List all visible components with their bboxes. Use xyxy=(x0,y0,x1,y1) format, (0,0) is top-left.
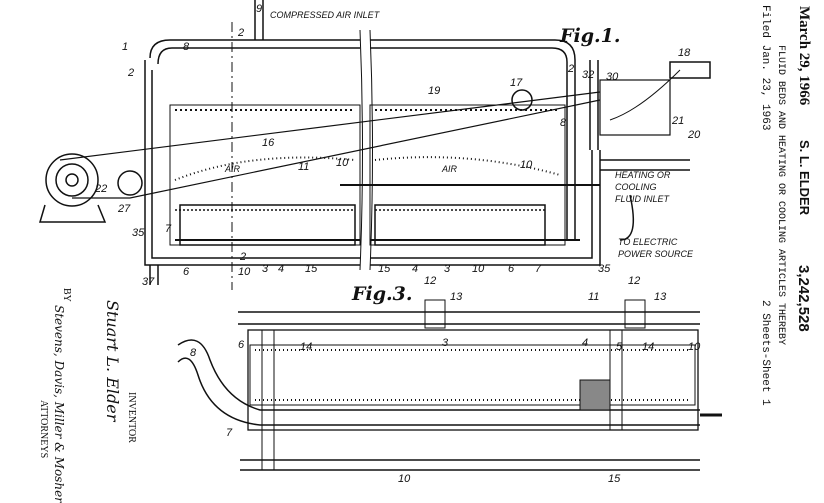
ref-numeral: 18 xyxy=(678,47,691,59)
ref-numeral: 13 xyxy=(654,291,667,303)
ref-numeral: 13 xyxy=(450,291,463,303)
ref-numeral: 1 xyxy=(122,41,128,53)
caption-air-right: AIR xyxy=(441,164,458,174)
ref-numeral: 7 xyxy=(535,263,542,275)
ref-numeral: 21 xyxy=(671,115,684,127)
ref-numeral: 15 xyxy=(305,263,318,275)
ref-numeral: 3 xyxy=(444,263,451,275)
fig1-title: Fig.1. xyxy=(559,25,620,47)
caption-power-1: TO ELECTRIC xyxy=(618,237,678,247)
ref-numeral: 12 xyxy=(424,275,436,287)
ref-numeral: 2 xyxy=(127,67,134,79)
ref-numeral: 3 xyxy=(442,337,449,349)
ref-numeral: 3 xyxy=(262,263,269,275)
ref-numeral: 8 xyxy=(560,117,567,129)
ref-numeral: 14 xyxy=(642,341,654,353)
ref-numeral: 10 xyxy=(336,157,349,169)
ref-numeral: 10 xyxy=(520,159,533,171)
ref-numeral: 6 xyxy=(238,339,245,351)
ref-numeral: 5 xyxy=(616,341,623,353)
ref-numeral: 2 xyxy=(239,251,246,263)
ref-numeral: 2 xyxy=(567,63,574,75)
ref-numeral: 17 xyxy=(510,77,523,89)
ref-numeral: 11 xyxy=(298,161,309,173)
ref-numeral: 8 xyxy=(183,41,190,53)
ref-numeral: 32 xyxy=(582,69,594,81)
ref-numeral: 30 xyxy=(606,71,619,83)
ref-numeral: 35 xyxy=(598,263,611,275)
ref-numeral: 19 xyxy=(428,85,440,97)
ref-numeral: 10 xyxy=(472,263,485,275)
ref-numeral: 7 xyxy=(226,427,233,439)
ref-numeral: 9 xyxy=(256,3,262,15)
ref-numeral: 4 xyxy=(278,263,284,275)
ref-numeral: 14 xyxy=(300,341,312,353)
ref-numeral: 10 xyxy=(238,266,251,278)
ref-numeral: 22 xyxy=(94,183,107,195)
ref-numeral: 10 xyxy=(688,341,701,353)
ref-numeral: 4 xyxy=(582,337,588,349)
fig3-title: Fig.3. xyxy=(351,283,412,305)
caption-fluid-inlet-1: HEATING OR xyxy=(615,170,671,180)
ref-numeral: 27 xyxy=(117,203,131,215)
ref-numeral: 37 xyxy=(142,276,155,288)
ref-numeral: 16 xyxy=(262,137,275,149)
caption-fluid-inlet-2: COOLING xyxy=(615,182,657,192)
caption-compressed-air-inlet: COMPRESSED AIR INLET xyxy=(270,10,381,20)
ref-numeral: 4 xyxy=(412,263,418,275)
ref-numeral: 15 xyxy=(608,473,621,485)
ref-numeral: 6 xyxy=(183,266,190,278)
ref-numeral: 10 xyxy=(398,473,411,485)
ref-numeral: 35 xyxy=(132,227,145,239)
ref-numeral: 8 xyxy=(190,347,197,359)
ref-numeral: 2 xyxy=(237,27,244,39)
ref-numeral: 15 xyxy=(378,263,391,275)
ref-numeral: 12 xyxy=(628,275,640,287)
caption-air-left: AIR xyxy=(224,164,241,174)
fig3-detail xyxy=(178,300,722,470)
caption-fluid-inlet-3: FLUID INLET xyxy=(615,194,671,204)
ref-numeral: 11 xyxy=(588,291,599,303)
ref-numeral: 7 xyxy=(165,223,172,235)
caption-power-2: POWER SOURCE xyxy=(618,249,694,259)
ref-numeral: 20 xyxy=(687,129,701,141)
ref-numeral: 6 xyxy=(508,263,515,275)
